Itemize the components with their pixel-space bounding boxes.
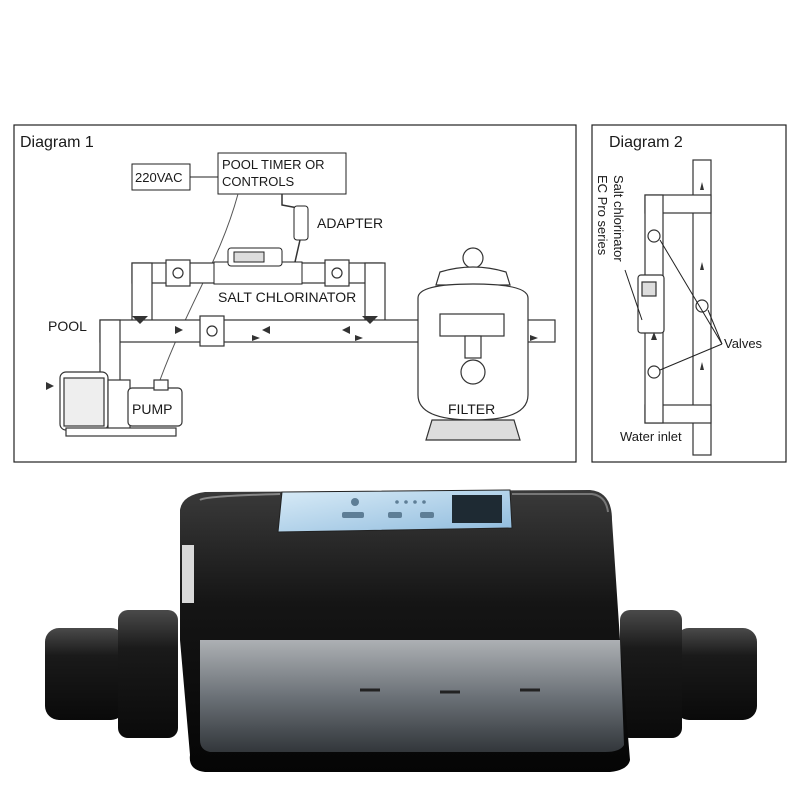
- left-union-nut: [118, 610, 178, 738]
- pool-label: POOL: [48, 318, 87, 334]
- power-box: [131, 163, 191, 191]
- valve-pointers: [624, 239, 723, 371]
- pump-label: PUMP: [132, 401, 172, 417]
- timer-label-1: POOL TIMER OR: [222, 157, 325, 172]
- panel-buttons: [342, 498, 434, 518]
- salt-chlorinator-photo: [45, 489, 757, 772]
- chlorinator-label: SALT CHLORINATOR: [218, 289, 356, 305]
- adapter-label: ADAPTER: [317, 215, 383, 231]
- right-union-nut: [620, 610, 682, 738]
- diagram-2: Diagram 2: [591, 124, 787, 463]
- pump-icon: [59, 371, 183, 437]
- adapter-wire: [281, 194, 299, 209]
- diagram-2-title: Diagram 2: [609, 134, 683, 151]
- timer-label-2: CONTROLS: [222, 174, 295, 189]
- power-label: 220VAC: [135, 170, 182, 185]
- diagram-2-flow-arrows: [651, 182, 704, 370]
- filter-icon: [417, 247, 529, 441]
- diagram-1-title: Diagram 1: [20, 134, 94, 151]
- diagram-2-device-label-2: EC Pro series: [595, 175, 610, 256]
- chlorinator-icon: [213, 247, 303, 285]
- water-inlet-label: Water inlet: [620, 429, 682, 444]
- valves-label: Valves: [724, 336, 763, 351]
- adapter-out-wire: [294, 239, 301, 263]
- side-label: [182, 545, 194, 603]
- left-inlet-pipe: [45, 628, 125, 720]
- flow-arrows: [46, 316, 538, 390]
- diagram-2-valves: [647, 229, 709, 379]
- bypass-valves: [165, 259, 350, 347]
- diagram-2-chlorinator-icon: [637, 274, 665, 334]
- diagram-1: Diagram 1 220VAC POOL TIMER OR CONTROLS …: [13, 124, 577, 463]
- adapter-icon: [293, 205, 309, 241]
- right-outlet-pipe: [675, 628, 757, 720]
- lcd-display: [452, 495, 502, 523]
- timer-box: [217, 152, 347, 195]
- electrolytic-cell: [200, 640, 624, 752]
- diagram-2-device-label-1: Salt chlorinator: [611, 175, 626, 262]
- filter-label: FILTER: [448, 401, 495, 417]
